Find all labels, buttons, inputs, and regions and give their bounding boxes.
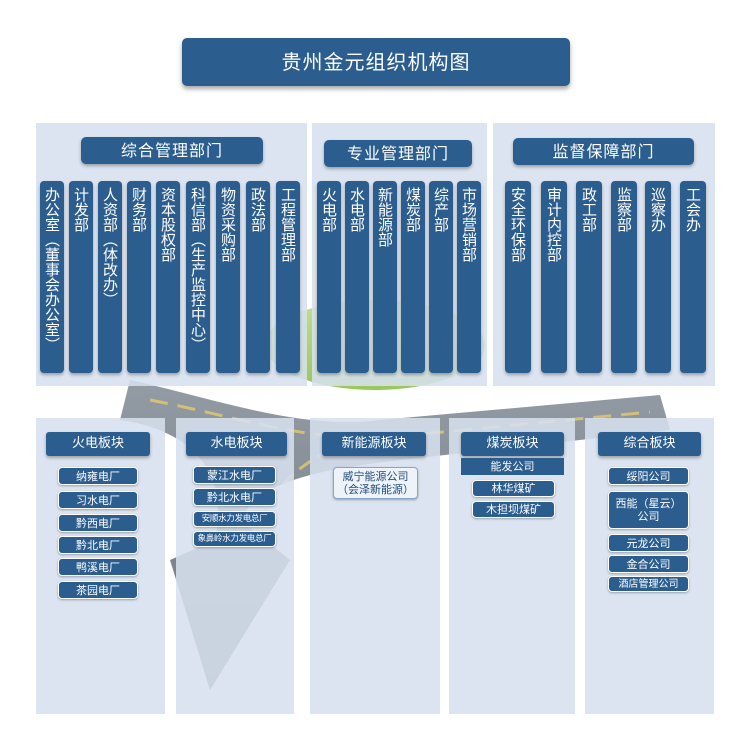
sector-head-thermal: 火电板块 xyxy=(46,432,150,456)
comp-item-hotel: 酒店管理公司 xyxy=(608,576,689,592)
new-energy-item-weining-text: 威宁能源公司 （会泽新能源） xyxy=(337,470,414,496)
hydro-item-xiangbiling: 象鼻岭水力发电总厂 xyxy=(193,531,276,547)
unit-marketing: 市场营销部 xyxy=(457,181,481,373)
thermal-item-nayong: 纳雍电厂 xyxy=(58,467,138,485)
unit-safety-env: 安全环保部 xyxy=(505,181,531,373)
unit-legal: 政法部 xyxy=(246,181,270,373)
comp-item-yuanlong: 元龙公司 xyxy=(608,534,689,552)
comp-item-suiyang: 绥阳公司 xyxy=(608,467,689,485)
hydro-item-anshun: 安顺水力发电总厂 xyxy=(193,511,276,527)
coal-item-mudanba: 木担坝煤矿 xyxy=(472,501,555,518)
unit-political: 政工部 xyxy=(576,181,602,373)
comp-item-xineng: 西能（星云） 公司 xyxy=(608,491,689,529)
coal-item-nengfa: 能发公司 xyxy=(461,458,564,475)
thermal-item-xishui: 习水电厂 xyxy=(58,491,138,509)
sector-head-hydro: 水电板块 xyxy=(186,432,287,456)
sector-head-comprehensive: 综合板块 xyxy=(598,432,701,456)
comp-item-xineng-text: 西能（星云） 公司 xyxy=(615,497,682,523)
unit-capital-equity: 资本股权部 xyxy=(156,181,180,373)
unit-planning: 计发部 xyxy=(69,181,93,373)
unit-office: 办公室（董事会办公室） xyxy=(40,181,64,373)
unit-finance: 财务部 xyxy=(127,181,151,373)
unit-comprehensive-industry: 综产部 xyxy=(429,181,453,373)
dept-head-general: 综合管理部门 xyxy=(81,137,263,164)
unit-hr: 人资部（体改办） xyxy=(98,181,122,373)
panel-new-energy-sector xyxy=(310,418,440,714)
chart-title: 贵州金元组织机构图 xyxy=(182,38,570,86)
coal-item-linhua: 林华煤矿 xyxy=(472,480,555,497)
unit-new-energy: 新能源部 xyxy=(373,181,397,373)
thermal-item-qianxi: 黔西电厂 xyxy=(58,514,138,532)
hydro-item-qianbei: 黔北水电厂 xyxy=(193,488,276,506)
unit-audit: 审计内控部 xyxy=(541,181,567,373)
comp-item-jinhe: 金合公司 xyxy=(608,555,689,573)
thermal-item-yaxi: 鸭溪电厂 xyxy=(58,558,138,576)
hydro-item-mengjiang: 蒙江水电厂 xyxy=(193,466,276,484)
unit-hydro: 水电部 xyxy=(345,181,369,373)
unit-science-info: 科信部（生产监控中心） xyxy=(186,181,210,373)
unit-procurement: 物资采购部 xyxy=(216,181,240,373)
unit-thermal: 火电部 xyxy=(317,181,341,373)
panel-hydro-sector xyxy=(176,418,294,714)
thermal-item-qianbei: 黔北电厂 xyxy=(58,536,138,554)
unit-engineering: 工程管理部 xyxy=(276,181,300,373)
new-energy-item-weining: 威宁能源公司 （会泽新能源） xyxy=(333,467,418,499)
unit-inspection: 巡察办 xyxy=(645,181,671,373)
unit-coal: 煤炭部 xyxy=(401,181,425,373)
dept-head-professional: 专业管理部门 xyxy=(324,140,472,167)
thermal-item-chayuan: 茶园电厂 xyxy=(58,581,138,599)
sector-head-new-energy: 新能源板块 xyxy=(322,432,426,456)
sector-head-coal: 煤炭板块 xyxy=(461,432,564,456)
unit-supervision: 监察部 xyxy=(611,181,637,373)
unit-union: 工会办 xyxy=(680,181,706,373)
dept-head-supervision: 监督保障部门 xyxy=(513,138,694,165)
